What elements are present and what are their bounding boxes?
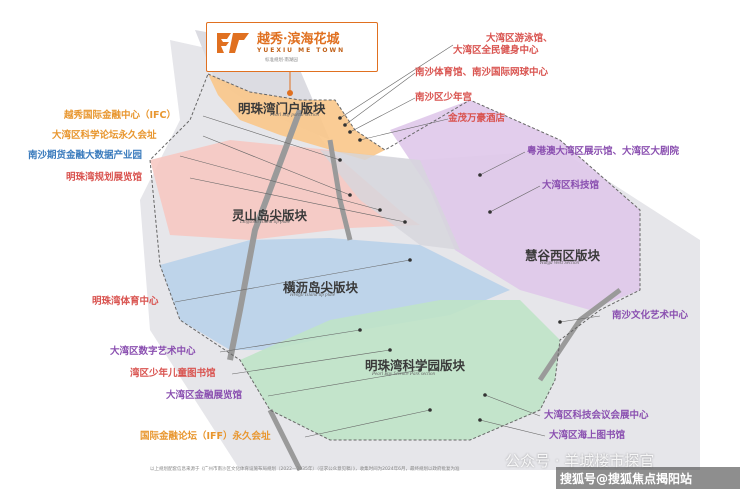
plate-science: 明珠湾科学园版块 [365,358,466,373]
science-plate [240,300,560,440]
project-name: 越秀·滨海花城 [257,32,340,47]
plate-gateway: 明珠湾门户版块 [238,101,326,116]
road-south [267,408,303,472]
label-swim: 大湾区游泳馆、 [486,33,553,44]
label-stadium: 南沙体育馆、南沙国际网球中心 [415,67,549,78]
label-kidslib: 湾区少年儿童图书馆 [130,368,216,379]
label-youth: 南沙区少年宫 [415,92,473,103]
project-location-marker [287,90,293,96]
road-east [537,288,622,382]
label-finhall: 大湾区金融展览馆 [166,390,243,401]
label-fitness: 大湾区全民健身中心 [453,45,539,56]
label-tech: 大湾区科技馆 [542,180,600,191]
plate-lingshan: 灵山岛尖版块 [232,208,308,223]
leader-lines [174,44,601,438]
brand-background [556,467,740,489]
lingshan-plate [150,140,420,240]
label-sportsctr: 明珠湾体育中心 [92,296,159,307]
label-futures: 南沙期货金融大数据产业园 [28,150,143,161]
plate-huigu: 慧谷西区版块 [525,248,601,263]
plate-hengli-en: Hengli Island tip plate [290,293,336,298]
label-sealib: 大湾区海上图书馆 [549,430,626,441]
project-name-en: YUEXIU ME TOWN [257,47,346,54]
plate-gateway-en: Pearl Bay portal section [270,113,320,118]
label-culture: 南沙文化艺术中心 [612,310,689,321]
yuexiu-logo-icon [217,33,249,53]
plate-science-en: Pearl Bay Science Park section [372,372,436,377]
project-subtitle: 标准规划·南湖园 [265,58,298,63]
label-techconf: 大湾区科技会议会展中心 [544,410,649,421]
central-corridor [320,150,460,250]
road-west [227,108,303,361]
label-forum: 大湾区科学论坛永久会址 [52,130,157,141]
label-expo: 粤港澳大湾区展示馆、大湾区大剧院 [527,146,680,157]
poi-dots [338,116,562,422]
label-pearlhall: 明珠湾规划展览馆 [66,172,143,183]
label-iff: 国际金融论坛（IFF）永久会址 [140,431,271,442]
huigu-plate [390,100,640,310]
road-center [327,139,353,241]
label-digital: 大湾区数字艺术中心 [110,346,196,357]
label-ifc: 越秀国际金融中心（IFC） [64,110,176,121]
plate-outline [149,73,641,441]
brand-credit: 搜狐号@搜狐焦点揭阳站 [560,472,693,486]
project-logo: 越秀·滨海花城 YUEXIU ME TOWN 标准规划·南湖园 [206,22,378,72]
source-note: 以上规划配套信息来源于《广州市南沙区文化体育设施布局规划（2022—2035年）… [150,467,460,472]
label-hotel: 金茂万豪酒店 [448,113,506,124]
watermark: 公众号 · 羊城楼市探官 [505,452,655,470]
plate-huigu-en: Huigu West Section [540,261,579,266]
plate-lingshan-en: Lingshan Island tip plate [240,220,291,225]
plate-hengli: 横沥岛尖版块 [283,280,359,295]
